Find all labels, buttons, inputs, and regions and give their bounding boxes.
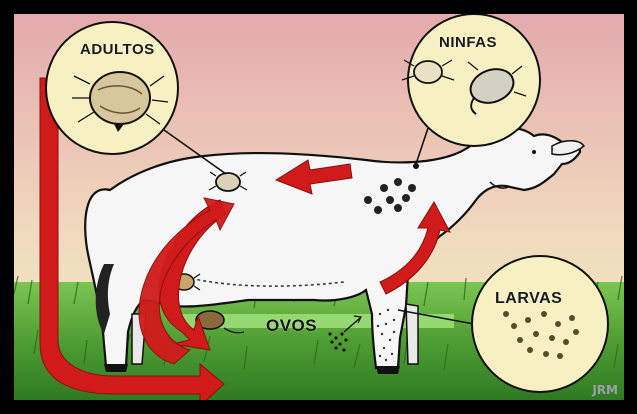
- eggs-label: OVOS: [266, 316, 317, 336]
- tick-life-cycle-diagram: ADULTOS NINFAS LARVAS OVOS JRM: [14, 14, 624, 400]
- watermark: JRM: [592, 383, 618, 397]
- cow-eye: [532, 150, 536, 154]
- cow-hoof-right: [376, 366, 400, 374]
- diagram-canvas: [14, 14, 624, 400]
- larvae-circle: [472, 256, 608, 392]
- larvae-label: LARVAS: [495, 290, 562, 308]
- adults-label: ADULTOS: [80, 41, 155, 58]
- cow-hoof-left: [104, 364, 128, 372]
- nymphs-label: NINFAS: [439, 34, 497, 51]
